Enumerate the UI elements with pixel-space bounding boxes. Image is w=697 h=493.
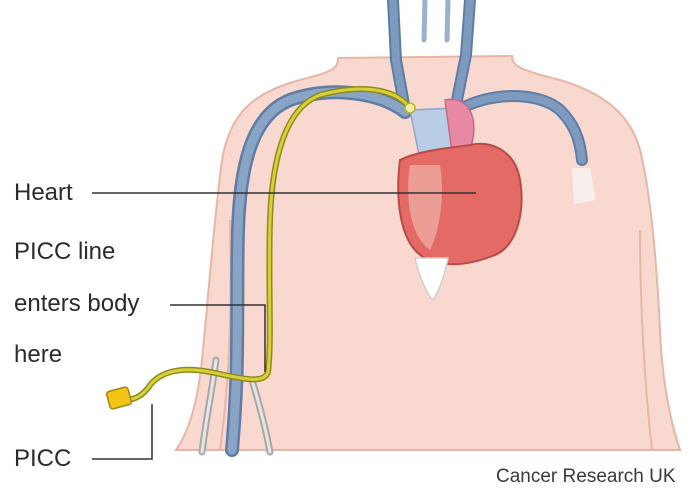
picc-connector [106, 386, 132, 409]
picc-label: PICC [14, 447, 71, 471]
picc-line-label-line2: enters body [14, 292, 139, 316]
credit-text: Cancer Research UK [496, 467, 676, 486]
heart-label: Heart [14, 181, 73, 205]
picc-leader-line [92, 404, 152, 459]
picc-line-label-line1: PICC line [14, 240, 115, 264]
picc-line-label-line3: here [14, 343, 62, 367]
